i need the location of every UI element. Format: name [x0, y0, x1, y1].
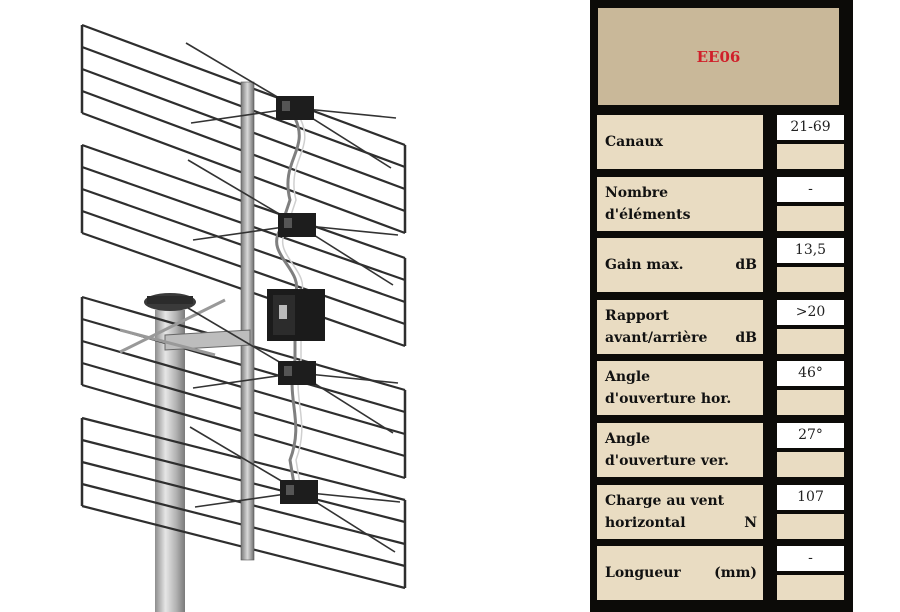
spec-value-blank	[777, 329, 844, 354]
spec-value-blank	[777, 390, 844, 415]
spec-label-text: horizontal	[605, 515, 686, 531]
spec-label-7: Charge au vent horizontal N	[597, 485, 763, 539]
antenna-boom	[240, 81, 255, 561]
spec-label-5: Angle d'ouverture hor.	[597, 361, 763, 415]
spec-label-text: Charge au vent	[605, 493, 725, 509]
antenna-photo	[80, 23, 407, 612]
spec-label-2: Nombre d'éléments	[597, 177, 763, 231]
spec-value-blank	[777, 267, 844, 292]
dipole-4	[189, 426, 401, 553]
spec-unit: (mm)	[714, 565, 757, 581]
spec-value-6: 27°	[777, 423, 844, 448]
spec-unit: N	[744, 515, 757, 531]
spec-value-3: 13,5	[777, 238, 844, 263]
spec-label-3: Gain max. dB	[597, 238, 763, 292]
spec-label-text: Angle	[605, 369, 651, 385]
spec-label-text: d'ouverture ver.	[605, 453, 729, 469]
mast-pole	[155, 310, 185, 612]
spec-label-text: Gain max.	[605, 257, 684, 273]
spec-label-6: Angle d'ouverture ver.	[597, 423, 763, 477]
spec-label-4: Rapport avant/arrière dB	[597, 300, 763, 354]
mast-clamp	[119, 298, 251, 357]
spec-label-text: d'éléments	[605, 207, 691, 223]
antenna-illustration	[80, 23, 407, 612]
spec-value-1: 21-69	[777, 115, 844, 140]
feed-harness	[275, 117, 301, 491]
dipole-2	[187, 159, 399, 286]
spec-value-blank	[777, 514, 844, 539]
spec-value-4: >20	[777, 300, 844, 325]
model-name: EE06	[696, 47, 741, 66]
model-header: EE06	[598, 8, 839, 105]
spec-unit: dB	[735, 257, 757, 273]
junction-box	[267, 289, 325, 341]
spec-value-5: 46°	[777, 361, 844, 386]
spec-label-8: Longueur (mm)	[597, 546, 763, 600]
spec-value-blank	[777, 575, 844, 600]
spec-value-blank	[777, 452, 844, 477]
right-margin	[853, 0, 900, 612]
spec-label-text: Angle	[605, 431, 651, 447]
spec-value-2: -	[777, 177, 844, 202]
spec-label-text: avant/arrière	[605, 330, 708, 346]
spec-value-blank	[777, 206, 844, 231]
spec-value-7: 107	[777, 485, 844, 510]
spec-label-text: Rapport	[605, 308, 669, 324]
dipole-elements	[185, 42, 401, 553]
spec-label-text: Nombre	[605, 185, 669, 201]
spec-label-text: Longueur	[605, 565, 681, 581]
spec-value-8: -	[777, 546, 844, 571]
spec-value-blank	[777, 144, 844, 169]
dipole-1	[185, 42, 397, 169]
spec-label-1: Canaux	[597, 115, 763, 169]
dipole-3	[187, 307, 399, 434]
spec-label-text: Canaux	[605, 134, 663, 150]
spec-unit: dB	[735, 330, 757, 346]
spec-label-text: d'ouverture hor.	[605, 391, 732, 407]
